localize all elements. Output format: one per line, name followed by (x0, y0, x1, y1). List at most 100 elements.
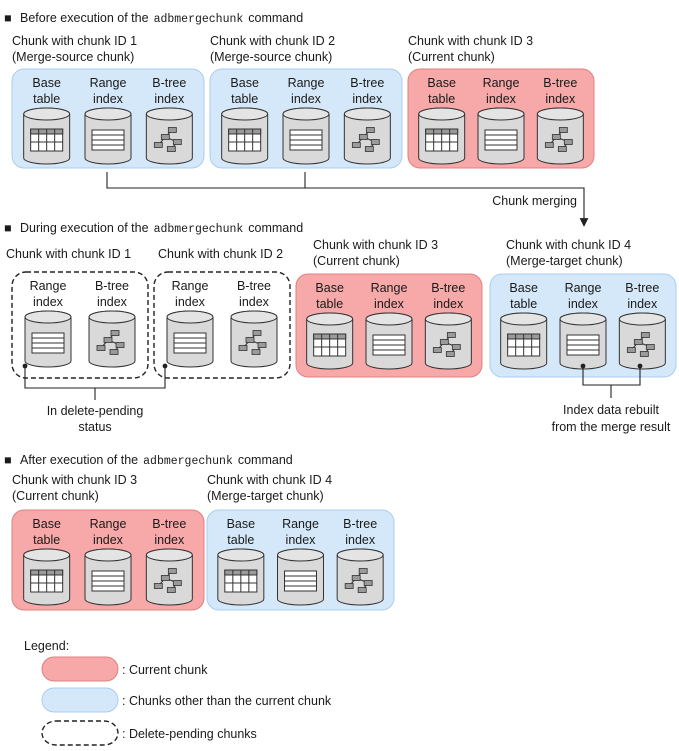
delete-pending-label-line2: status (78, 420, 111, 434)
chunk-title: Chunk with chunk ID 2 (158, 247, 283, 261)
btree-index-icon (351, 127, 380, 152)
item-label-line1: B-tree (543, 76, 577, 90)
item-label-line1: Range (288, 76, 325, 90)
heading-suffix: command (248, 221, 303, 235)
item-label-line1: Range (483, 76, 520, 90)
btree-icon-node (153, 142, 163, 148)
item-label-line2: index (352, 92, 383, 106)
cylinder-top (88, 310, 136, 324)
cylinder-top (343, 107, 391, 121)
btree-icon-node (115, 342, 125, 348)
btree-index-icon (544, 127, 573, 152)
btree-icon-node (109, 349, 119, 355)
btree-icon-node (252, 330, 262, 336)
item-label-line1: B-tree (343, 517, 377, 531)
bracket-dot (637, 363, 643, 369)
item-label-line2: table (428, 92, 455, 106)
chunk-title: Chunk with chunk ID 4 (207, 473, 332, 487)
btree-icon-node (557, 146, 567, 152)
legend-label: : Current chunk (122, 663, 208, 677)
range-index-icon (566, 334, 600, 356)
item-label-line1: B-tree (625, 281, 659, 295)
cylinder-top (24, 310, 72, 324)
legend-label: : Delete-pending chunks (122, 727, 257, 741)
range-index-icon (289, 129, 323, 151)
btree-icon-node (645, 344, 655, 350)
btree-index-icon (344, 568, 373, 593)
btree-icon-node (344, 583, 354, 589)
current-chunk-frame (41, 656, 119, 682)
cylinder-top (306, 312, 354, 326)
heading-bullet: ■ (4, 453, 12, 467)
cylinder-top (536, 107, 584, 121)
btree-icon-node (167, 568, 177, 574)
btree-index-icon (432, 332, 461, 357)
btree-icon-node (238, 345, 248, 351)
item-label-line2: index (175, 295, 206, 309)
item-label-line2: index (433, 297, 464, 311)
item-label-line2: index (627, 297, 658, 311)
cylinder-top (84, 548, 132, 562)
chunk-subtitle: (Current chunk) (408, 50, 495, 64)
range-index-icon (91, 570, 125, 592)
table-icon (228, 128, 262, 152)
btree-icon-node (110, 330, 120, 336)
item-label-line1: B-tree (350, 76, 384, 90)
item-label-line2: index (486, 92, 517, 106)
chunk-item: B-tree index (343, 76, 391, 165)
range-index-icon (284, 570, 317, 592)
table-icon (425, 128, 459, 152)
chunk-pending: Chunk with chunk ID 2RangeindexB-treeind… (153, 247, 291, 379)
item-label-line2: index (239, 295, 270, 309)
btree-icon-node (544, 142, 554, 148)
chunk-title: Chunk with chunk ID 2 (210, 34, 335, 48)
cylinder-top (221, 107, 269, 121)
btree-icon-node (445, 351, 455, 357)
table-icon (313, 333, 347, 357)
item-label-line2: table (227, 533, 254, 547)
item-label-line2: index (33, 295, 64, 309)
btree-icon-node (626, 347, 636, 353)
item-label-line2: index (291, 92, 322, 106)
btree-icon-node (365, 127, 375, 133)
chunk-item: Range index (477, 76, 525, 165)
chunk-current: Chunk with chunk ID 3(Current chunk)Base… (295, 238, 483, 378)
btree-index-icon (96, 330, 125, 355)
item-label-line1: Range (90, 76, 127, 90)
chunk-current: Chunk with chunk ID 3(Current chunk)Base… (11, 473, 205, 611)
btree-index-icon (238, 330, 267, 355)
chunk-item: Range index (282, 76, 330, 165)
cylinder-top (500, 312, 548, 326)
chunk-title: Chunk with chunk ID 3 (12, 473, 137, 487)
chunk-item: Base table (418, 76, 466, 165)
item-label-line1: B-tree (431, 281, 465, 295)
item-label-line2: index (154, 533, 185, 547)
btree-icon-node (351, 142, 361, 148)
bracket-dot (580, 363, 586, 369)
item-label-line2: table (33, 533, 60, 547)
range-index-icon (31, 332, 65, 354)
item-label-line2: index (345, 533, 376, 547)
chunk-title: Chunk with chunk ID 1 (12, 34, 137, 48)
btree-icon-node (357, 587, 367, 593)
btree-icon-node (633, 339, 643, 345)
item-label-line2: index (286, 533, 317, 547)
item-label-line1: Base (427, 76, 456, 90)
item-label-line1: Base (32, 76, 61, 90)
cylinder-top (23, 548, 71, 562)
item-label-line2: index (93, 533, 124, 547)
